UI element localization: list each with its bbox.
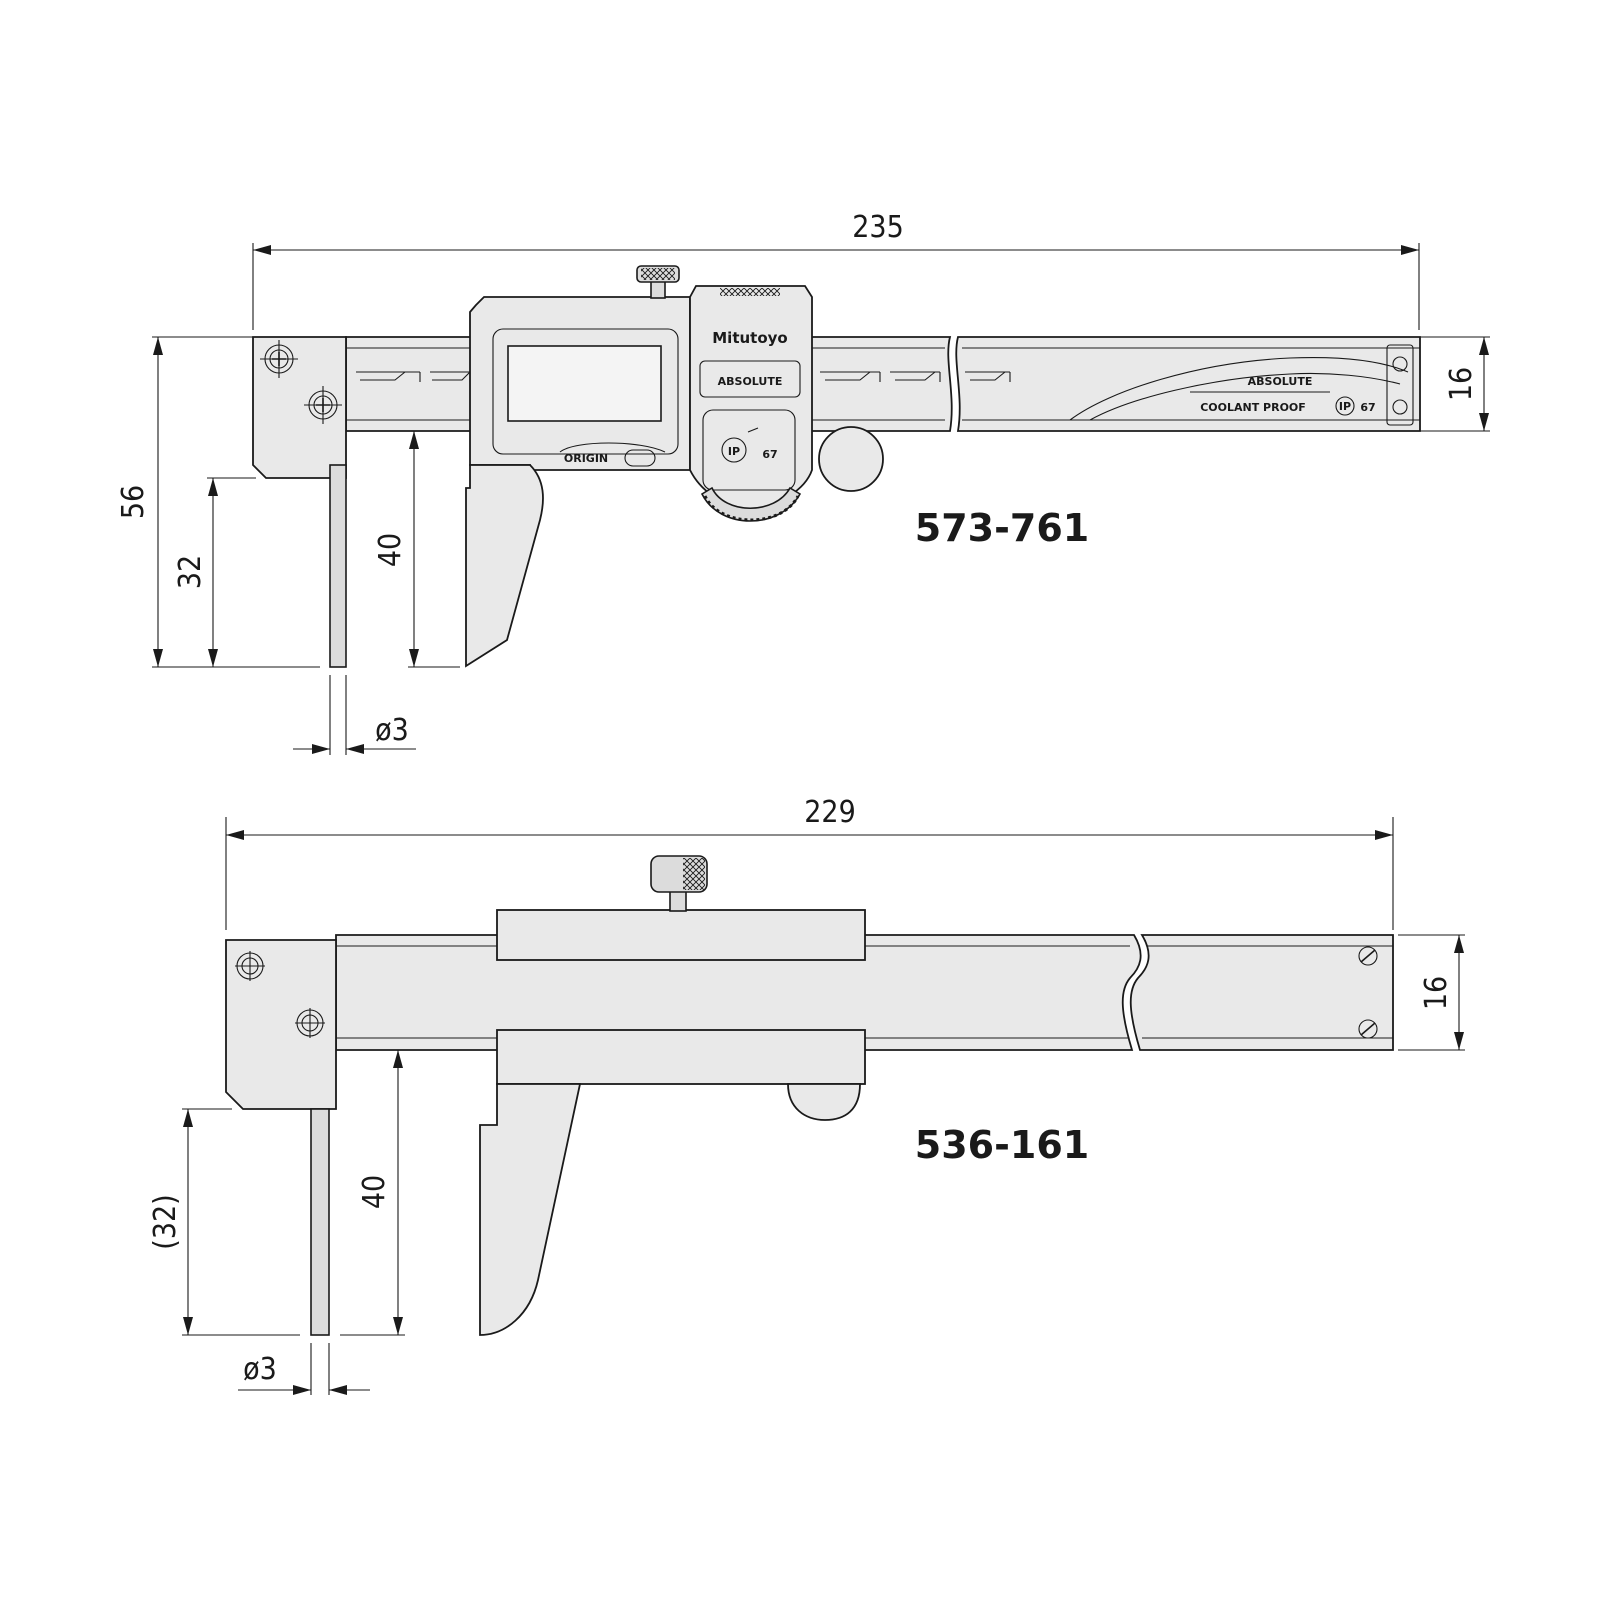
dimension-tip-diameter: ø3 [238,1343,370,1395]
dimension-label-jaw-right: 40 [357,1175,392,1209]
main-beam [335,934,1394,1051]
dimension-32: (32) [148,1108,300,1336]
end-screw-icon [1392,399,1408,415]
svg-text:IP: IP [728,445,740,458]
caliper-536-161: 229 [148,795,1465,1395]
origin-button-label: ORIGIN [564,452,608,465]
slotted-screw-icon [1358,1019,1378,1039]
thumb-roller-icon[interactable] [700,486,802,522]
phillips-screw-icon [304,386,342,424]
dimension-tip-diameter: ø3 [293,675,416,755]
slider-upper [496,909,866,961]
dimension-label-beam: 16 [1419,976,1454,1010]
dimension-label-tip: ø3 [243,1352,277,1387]
thumb-wheel-icon[interactable] [787,1083,861,1121]
fixed-jaw [252,336,347,668]
model-number: 573-761 [915,506,1089,550]
dimension-40: 40 [336,1049,405,1336]
brand-logo: Mitutoyo [712,329,787,347]
fixed-jaw-pin [310,1108,330,1336]
dimension-235: 235 [252,210,1420,330]
dimension-229: 229 [225,795,1394,930]
beam-label-coolant-proof: COOLANT PROOF [1200,401,1306,414]
dimension-56: 56 [116,336,320,668]
ip-rating-value: 67 [762,448,777,461]
fixed-jaw-pin [329,464,347,668]
fixed-jaw [225,939,337,1336]
model-number: 536-161 [915,1123,1089,1167]
beam-scale-marks [356,371,1011,382]
phillips-screw-icon [260,340,298,378]
display-absolute-label: ABSOLUTE [718,375,783,388]
beam-label-absolute: ABSOLUTE [1248,375,1313,388]
crosshair-screw-icon [295,1008,325,1038]
beam-ip-rating: 67 [1360,401,1375,414]
dimension-label-beam: 16 [1444,367,1479,401]
crosshair-screw-icon [235,951,265,981]
locking-screw-icon[interactable] [650,855,708,912]
slider [479,855,866,1336]
dimension-label-jaw-right: 40 [373,533,408,567]
dimension-label-jaw-left: (32) [148,1194,183,1249]
slider-lower [496,1029,866,1085]
dimension-16: 16 [1420,336,1490,432]
dimension-label-tip: ø3 [375,713,409,748]
dimension-label-height: 56 [116,485,151,519]
origin-button[interactable]: ORIGIN [559,442,666,467]
moving-jaw [465,464,544,668]
end-screw-icon [1392,356,1408,372]
dimension-40: 40 [346,430,460,668]
ip-rating-badge: IP 67 [702,409,796,491]
digital-slider-head: ORIGIN Mitutoyo ABSOLUTE IP 67 [465,265,884,668]
dimension-label-length: 235 [852,210,904,245]
lcd-display [507,345,662,422]
caliper-573-761: 235 ABSOLUTE COOLANT PROOF [116,210,1490,755]
fine-adjust-roller-icon[interactable] [818,426,884,492]
locking-screw-icon[interactable] [636,265,680,299]
dimension-label-length: 229 [804,795,856,830]
dimension-32: 32 [173,477,256,667]
svg-text:IP: IP [1339,400,1351,413]
beam-ip-badge: IP 67 [1335,396,1376,416]
moving-jaw [479,1083,582,1336]
slotted-screw-icon [1358,946,1378,966]
dimension-16: 16 [1398,934,1465,1051]
dimension-label-jaw-left: 32 [173,555,208,589]
